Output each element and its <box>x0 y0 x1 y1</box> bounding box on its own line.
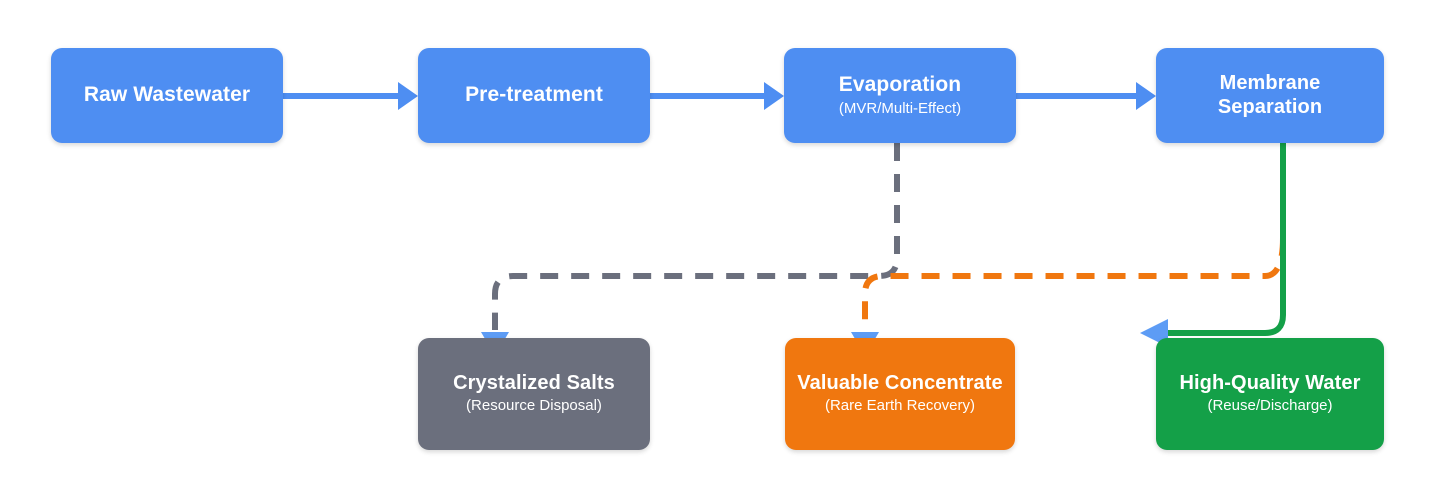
node-subtitle: (Reuse/Discharge) <box>1207 397 1333 415</box>
node-crystalized-salts[interactable]: Crystalized Salts (Resource Disposal) <box>418 338 650 450</box>
node-evaporation[interactable]: Evaporation (MVR/Multi-Effect) <box>784 48 1016 143</box>
edge-evap-to-salts <box>481 143 900 356</box>
edge-membrane-to-water <box>1140 143 1286 347</box>
edge-raw-to-pre <box>283 82 418 110</box>
node-raw-wastewater[interactable]: Raw Wastewater <box>51 48 283 143</box>
node-pre-treatment[interactable]: Pre-treatment <box>418 48 650 143</box>
node-title: Evaporation <box>838 72 962 96</box>
node-title: High-Quality Water <box>1179 371 1361 394</box>
node-title: Raw Wastewater <box>83 83 251 107</box>
edge-evap-to-membrane <box>1016 82 1156 110</box>
edge-pre-to-evap <box>650 82 784 110</box>
node-title: Membrane Separation <box>1217 71 1323 118</box>
node-title: Pre-treatment <box>465 83 603 107</box>
node-membrane-separation[interactable]: Membrane Separation <box>1156 48 1384 143</box>
node-title: Crystalized Salts <box>453 371 615 394</box>
node-subtitle: (Rare Earth Recovery) <box>824 397 976 415</box>
node-subtitle: (Resource Disposal) <box>466 397 602 415</box>
node-valuable-concentrate[interactable]: Valuable Concentrate (Rare Earth Recover… <box>785 338 1015 450</box>
node-title: Valuable Concentrate <box>797 371 1003 394</box>
node-high-quality-water[interactable]: High-Quality Water (Reuse/Discharge) <box>1156 338 1384 450</box>
node-subtitle: (MVR/Multi-Effect) <box>838 99 962 117</box>
